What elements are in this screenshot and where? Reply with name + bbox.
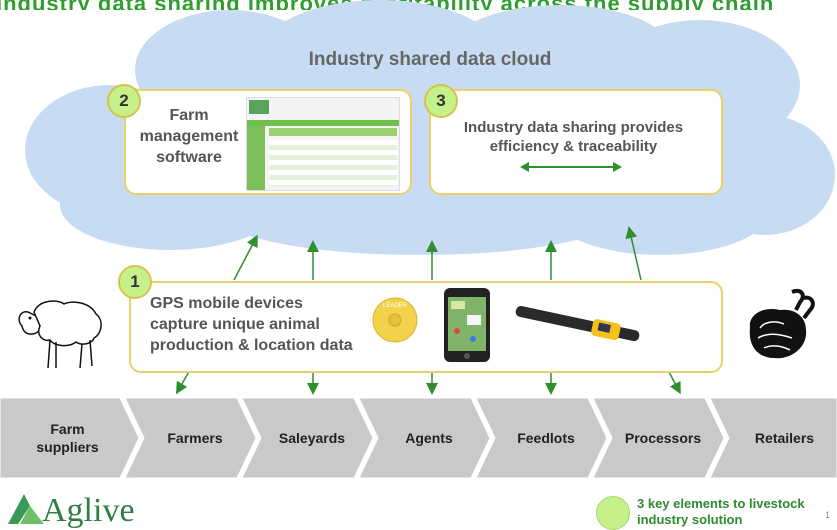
aglive-logo-text: Aglive bbox=[42, 492, 135, 529]
screenshot-logo-icon bbox=[249, 100, 269, 114]
down-arrow-5 bbox=[667, 369, 681, 395]
chain-step-3 bbox=[241, 398, 374, 478]
farm-management-text: Farm management software bbox=[134, 105, 244, 168]
data-sharing-line1: Industry data sharing provides bbox=[463, 119, 684, 136]
data-sharing-box bbox=[429, 89, 723, 195]
legend-line1: 3 key elements to livestock bbox=[637, 496, 805, 511]
flow-arrows bbox=[175, 226, 681, 395]
chain-label-farmers: Farmers bbox=[167, 430, 223, 446]
legend-line2: industry solution bbox=[637, 512, 743, 527]
gps-devices-box bbox=[129, 281, 723, 373]
legend-badge bbox=[596, 496, 630, 530]
gps-devices-line1: GPS mobile devices bbox=[150, 295, 303, 312]
farm-management-line3: software bbox=[156, 149, 222, 166]
data-sharing-text: Industry data sharing provides efficienc… bbox=[436, 118, 711, 156]
aglive-logo-icon bbox=[8, 494, 44, 524]
screenshot-sidebar bbox=[247, 126, 265, 190]
gps-devices-line3: production & location data bbox=[150, 337, 353, 354]
software-screenshot bbox=[246, 97, 400, 191]
chain-label-1-line2: suppliers bbox=[36, 439, 99, 455]
farm-management-line2: management bbox=[139, 128, 239, 145]
ear-tag-text: LEADER bbox=[383, 303, 408, 309]
chain-label-saleyards: Saleyards bbox=[278, 430, 346, 446]
smartphone-icon bbox=[444, 288, 490, 362]
meat-cut-icon bbox=[749, 289, 815, 359]
chain-step-2 bbox=[124, 398, 257, 478]
chain-step-7 bbox=[709, 398, 837, 478]
supply-chain bbox=[0, 398, 837, 478]
chain-label-agents: Agents bbox=[405, 430, 453, 446]
ear-tag-icon: LEADER bbox=[372, 297, 418, 343]
double-arrow-icon bbox=[520, 162, 622, 172]
sheep-icon bbox=[18, 300, 102, 369]
page-number: 1 bbox=[825, 510, 831, 520]
badge-1: 1 bbox=[118, 265, 152, 299]
legend-text: 3 key elements to livestock industry sol… bbox=[637, 496, 837, 528]
chain-step-6 bbox=[592, 398, 725, 478]
gps-devices-text: GPS mobile devices capture unique animal… bbox=[150, 293, 380, 356]
rfid-wand-reader-icon bbox=[515, 306, 640, 342]
up-arrow-1 bbox=[233, 234, 258, 281]
chain-label-farm-suppliers: Farm suppliers bbox=[20, 420, 115, 456]
farm-management-line1: Farm bbox=[169, 107, 209, 124]
chain-label-1-line1: Farm bbox=[50, 421, 85, 437]
data-sharing-line2: efficiency & traceability bbox=[489, 138, 658, 155]
chain-label-processors: Processors bbox=[624, 430, 702, 446]
down-arrow-1 bbox=[175, 369, 191, 395]
badge-2: 2 bbox=[107, 84, 141, 118]
screenshot-menubar bbox=[247, 120, 399, 126]
screenshot-header-row bbox=[269, 128, 397, 136]
chain-step-5 bbox=[475, 398, 608, 478]
cloud-title: Industry shared data cloud bbox=[308, 49, 552, 70]
badge-3: 3 bbox=[424, 84, 458, 118]
chain-label-retailers: Retailers bbox=[754, 430, 815, 446]
chain-label-feedlots: Feedlots bbox=[517, 430, 575, 446]
chain-step-4 bbox=[358, 398, 491, 478]
up-arrow-5 bbox=[625, 226, 642, 281]
gps-devices-line2: capture unique animal bbox=[150, 316, 320, 333]
screenshot-table bbox=[269, 140, 397, 186]
chain-step-1 bbox=[0, 398, 140, 478]
